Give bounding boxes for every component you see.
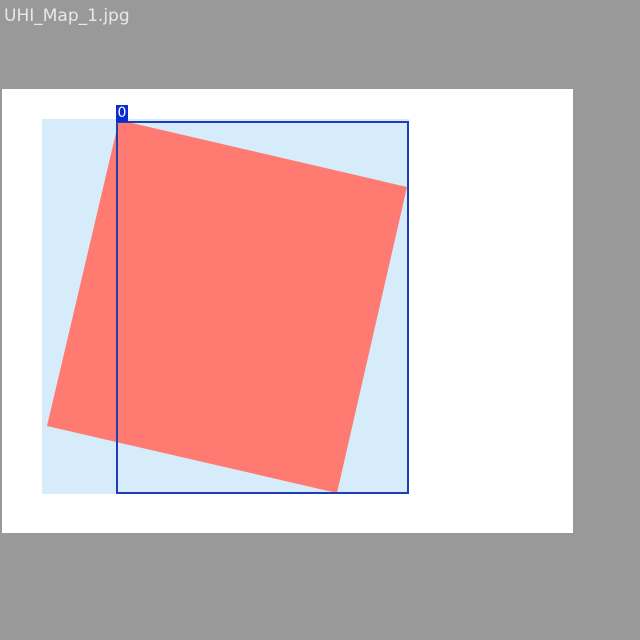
bounding-box[interactable] (116, 121, 409, 494)
bounding-box-label: 0 (116, 105, 128, 122)
rotated-polygon[interactable] (47, 120, 407, 493)
image-filename: UHI_Map_1.jpg (4, 6, 130, 26)
